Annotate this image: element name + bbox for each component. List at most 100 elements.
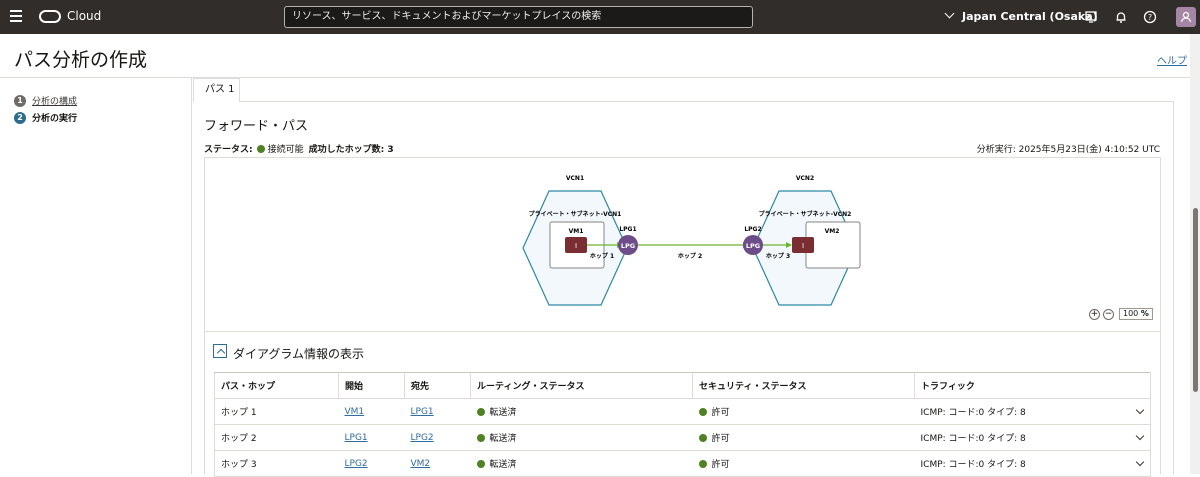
vm2-glyph: I [802,242,804,250]
dest-link[interactable]: LPG2 [410,432,434,443]
security-status: 許可 [711,408,730,418]
hop-cell: ホップ 3 [214,450,339,477]
step-configure[interactable]: 1 分析の構成 [14,92,77,109]
collapse-toggle-icon[interactable] [213,344,227,358]
step-number: 2 [14,111,26,124]
wizard-steps: 1 分析の構成 2 分析の実行 [14,92,77,126]
zoom-level[interactable]: 100 % [1119,308,1153,320]
zoom-value: 100 [1123,309,1139,318]
page-title: パス分析の作成 [14,49,148,71]
status-row: ステータス: 接続可能 成功したホップ数: 3 [204,142,394,155]
tab-path-1[interactable]: パス 1 [193,78,240,102]
start-cell: LPG2 [338,450,405,477]
chevron-down-icon[interactable] [1135,405,1144,415]
dest-cell: LPG2 [404,424,471,451]
vm2-label: VM2 [825,228,840,235]
zoom-in-icon[interactable]: + [1089,308,1100,320]
routing-status: 転送済 [489,434,517,444]
table-row: ホップ 3 LPG2 VM2 転送済 許可 ICMP: コード:0 タイプ: 8 [214,450,1151,477]
start-cell: VM1 [338,398,405,425]
column-header[interactable]: セキュリティ・ステータス [692,372,915,399]
chevron-down-icon[interactable] [1135,431,1144,441]
vm1-node[interactable] [565,237,587,253]
dest-cell: VM2 [404,450,471,477]
lpg1-label: LPG1 [619,226,636,233]
topology-svg: VCN1 VCN2 プライベート・サブネット-VCN1 プライベート・サブネット… [522,175,861,306]
security-status: 許可 [711,434,730,444]
hop3-arrowhead [786,242,792,248]
subnet2-label: プライベート・サブネット-VCN2 [759,210,852,218]
subnet1-label: プライベート・サブネット-VCN1 [529,210,622,218]
status-ok-icon [256,144,265,153]
status-ok-icon [476,434,485,442]
lpg2-node[interactable] [743,235,763,255]
lpg1-glyph: LPG [621,242,635,250]
dest-cell: LPG1 [404,398,471,425]
column-header[interactable]: パス・ホップ [214,372,339,399]
hops-label: 成功したホップ数: 3 [308,145,394,155]
cloud-shell-icon[interactable] [1084,10,1098,24]
vm1-label: VM1 [569,228,584,235]
column-header[interactable]: 宛先 [404,372,471,399]
brand-label[interactable]: Cloud [67,9,102,23]
status-ok-icon [698,434,707,442]
hop1-label: ホップ 1 [590,252,614,260]
analysis-timestamp: 分析実行: 2025年5月23日(金) 4:10:52 UTC [976,145,1160,155]
status-ok-icon [476,460,485,468]
section-title: フォワード・パス [204,119,309,134]
start-cell: LPG1 [338,424,405,451]
vm1-glyph: I [575,242,577,250]
user-avatar-icon[interactable] [1176,7,1196,27]
chevron-down-icon [944,8,955,19]
zoom-out-icon[interactable]: − [1103,308,1114,320]
diagram-info-panel [204,332,1161,474]
top-bar: Cloud リソース、サービス、ドキュメントおよびマーケットプレイスの検索 Ja… [0,0,1200,34]
dest-link[interactable]: VM2 [410,458,431,469]
scrollbar-thumb[interactable] [1193,208,1198,392]
oracle-logo-icon[interactable] [39,10,61,23]
lpg2-label: LPG2 [744,226,761,233]
tab-bar-line [240,101,1174,102]
start-link[interactable]: LPG2 [344,458,368,469]
traffic-cell: ICMP: コード:0 タイプ: 8 [914,424,1151,451]
column-header[interactable]: 開始 [338,372,405,399]
chevron-down-icon[interactable] [1135,457,1144,467]
hop-cell: ホップ 2 [214,424,339,451]
bell-icon[interactable] [1114,10,1128,24]
security-cell: 許可 [692,450,915,477]
menu-icon[interactable] [10,10,22,24]
status-value: 接続可能 [267,145,304,155]
dest-link[interactable]: LPG1 [410,406,434,417]
hop2-label: ホップ 2 [678,252,702,260]
help-icon[interactable]: ? [1143,10,1157,24]
traffic-value: ICMP: コード:0 タイプ: 8 [920,434,1026,444]
zoom-unit: % [1140,309,1149,318]
panel-border [1173,101,1174,474]
traffic-value: ICMP: コード:0 タイプ: 8 [920,408,1026,418]
region-label: Japan Central (Osaka) [962,10,1098,23]
column-header[interactable]: ルーティング・ステータス [470,372,693,399]
start-link[interactable]: LPG1 [344,432,368,443]
hop3-label: ホップ 3 [766,252,790,260]
security-cell: 許可 [692,398,915,425]
step-number: 1 [14,94,26,107]
step-label[interactable]: 分析の構成 [32,97,78,107]
hops-table: パス・ホップ 開始 宛先 ルーティング・ステータス セキュリティ・ステータス ト… [214,372,1151,477]
lpg1-node[interactable] [618,235,638,255]
region-selector[interactable]: Japan Central (Osaka) [944,8,1098,23]
routing-status: 転送済 [489,460,517,470]
start-link[interactable]: VM1 [344,406,365,417]
table-row: ホップ 1 VM1 LPG1 転送済 許可 ICMP: コード:0 タイプ: 8 [214,398,1151,425]
security-cell: 許可 [692,424,915,451]
column-header[interactable]: トラフィック [914,372,1151,399]
svg-text:?: ? [1148,13,1152,22]
routing-cell: 転送済 [470,450,693,477]
info-title: ダイアグラム情報の表示 [233,347,365,361]
header-divider [0,77,1190,78]
content-border [191,78,192,474]
help-link[interactable]: ヘルプ [1157,56,1187,67]
vm2-node[interactable] [792,237,814,253]
security-status: 許可 [711,460,730,470]
search-input[interactable]: リソース、サービス、ドキュメントおよびマーケットプレイスの検索 [284,6,753,28]
zoom-controls: + − 100 % [1089,308,1153,320]
